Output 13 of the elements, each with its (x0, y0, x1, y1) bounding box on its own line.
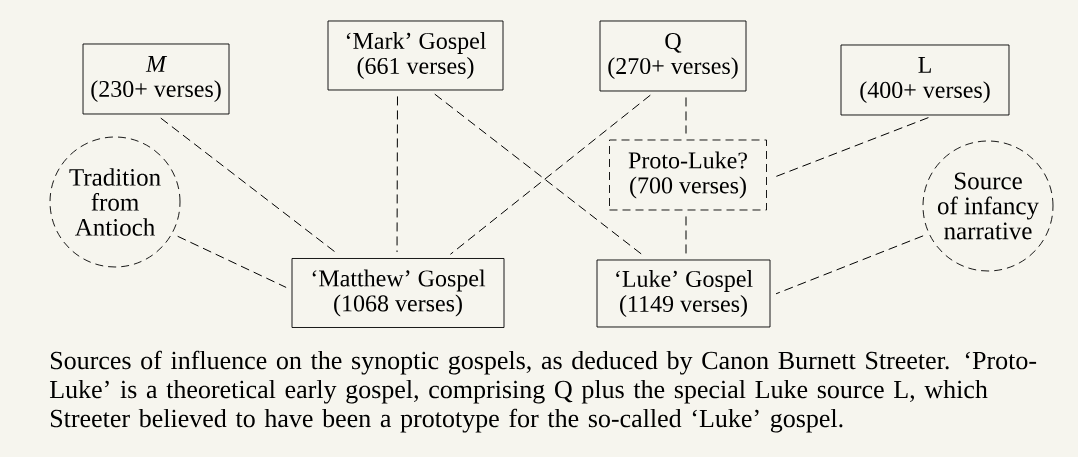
verse-count-box: Q (270+ verses) (599, 20, 747, 92)
verse-count-box: ‘Matthew’ Gospel (1068 verses) (291, 258, 505, 328)
verse-count-box: ‘Mark’ Gospel (661 verses) (327, 20, 504, 91)
dashed-line (177, 235, 287, 288)
dashed-line (775, 235, 924, 295)
caption: Sources of influence on the synoptic gospels, as deduced by Canon Burnett Streeter. ‘Proto-Luke’ is a theoretical early gospel, comprising Q plus the special Luke source L, which Streeter believed to have been a prototype for the so-called ‘Luke’ gospel. (49, 350, 1037, 433)
verse-count-box: M (230+ verses) (82, 43, 230, 115)
dashed-box: Proto-Luke? (700 verses) (609, 139, 767, 211)
verse-count-box: L (400+ verses) (840, 44, 1010, 116)
verse-count-box: ‘Luke’ Gospel (1149 verses) (596, 259, 771, 328)
dashed-line (685, 96, 687, 135)
dashed-line (396, 95, 398, 253)
dashed-line (685, 215, 687, 255)
